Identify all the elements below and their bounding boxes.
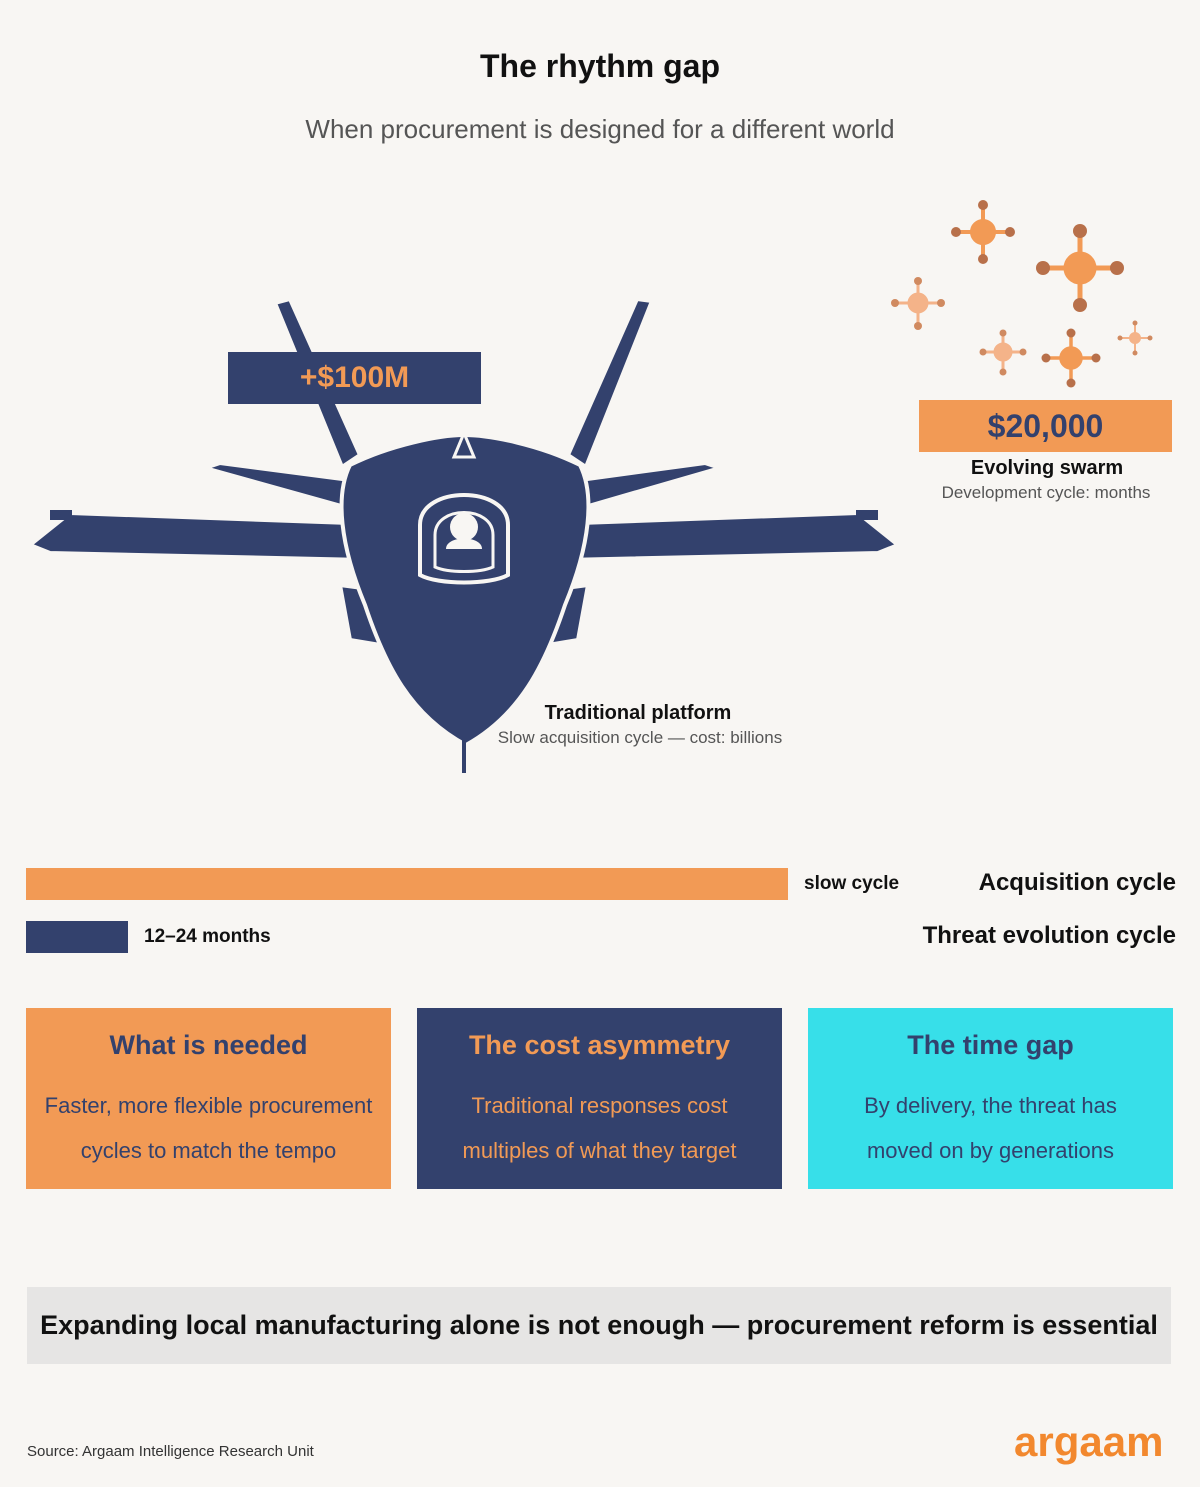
card-line: Faster, more flexible procurement: [44, 1093, 373, 1118]
drone-icon: [1036, 224, 1124, 312]
threat-cycle-bar: [26, 921, 128, 953]
acquisition-cycle-bar: [26, 868, 788, 900]
platform-title: Traditional platform: [544, 702, 732, 724]
page-subtitle: When procurement is designed for a diffe…: [305, 114, 895, 144]
card-cost-asymmetry: The cost asymmetry Traditional responses…: [417, 1008, 782, 1189]
threat-cycle-label: Threat evolution cycle: [922, 922, 1176, 949]
threat-cycle-value: 12–24 months: [144, 926, 271, 947]
drone-icon: [891, 277, 945, 330]
card-line: moved on by generations: [866, 1138, 1115, 1163]
conclusion-banner: Expanding local manufacturing alone is n…: [27, 1287, 1171, 1364]
card-body: Faster, more flexible procurement cycles…: [26, 1083, 391, 1173]
drone-icon: [951, 200, 1015, 264]
swarm-price-label: $20,000: [919, 400, 1172, 452]
fighter-jet-icon: [28, 297, 900, 773]
card-body: By delivery, the threat has moved on by …: [808, 1083, 1173, 1173]
platform-price-label: +$100M: [228, 352, 481, 404]
page-title: The rhythm gap: [479, 48, 720, 84]
card-title: The time gap: [907, 1030, 1074, 1060]
argaam-logo[interactable]: argaam: [1014, 1418, 1164, 1465]
card-line: cycles to match the tempo: [80, 1138, 337, 1163]
source-note: Source: Argaam Intelligence Research Uni…: [27, 1443, 314, 1460]
card-time-gap: The time gap By delivery, the threat has…: [808, 1008, 1173, 1189]
swarm-title: Evolving swarm: [970, 457, 1124, 479]
card-body: Traditional responses cost multiples of …: [417, 1083, 782, 1173]
acquisition-cycle-label: Acquisition cycle: [978, 869, 1176, 896]
acquisition-cycle-value: slow cycle: [804, 873, 900, 894]
platform-subtitle: Slow acquisition cycle — cost: billions: [497, 728, 783, 747]
drone-icon: [979, 329, 1027, 376]
acquisition-cycle-row: slow cycle Acquisition cycle: [26, 868, 1176, 900]
card-title: What is needed: [109, 1030, 308, 1060]
threat-cycle-row: 12–24 months Threat evolution cycle: [26, 921, 1176, 953]
card-line: multiples of what they target: [462, 1138, 737, 1163]
card-line: Traditional responses cost: [471, 1093, 728, 1118]
drone-icon: [1041, 328, 1101, 388]
card-what-is-needed: What is needed Faster, more flexible pro…: [26, 1008, 391, 1189]
drone-icon: [1117, 320, 1153, 356]
swarm-subtitle: Development cycle: months: [941, 483, 1151, 502]
card-title: The cost asymmetry: [468, 1030, 731, 1060]
drone-swarm-icon: [891, 200, 1153, 388]
card-line: By delivery, the threat has: [864, 1093, 1117, 1118]
